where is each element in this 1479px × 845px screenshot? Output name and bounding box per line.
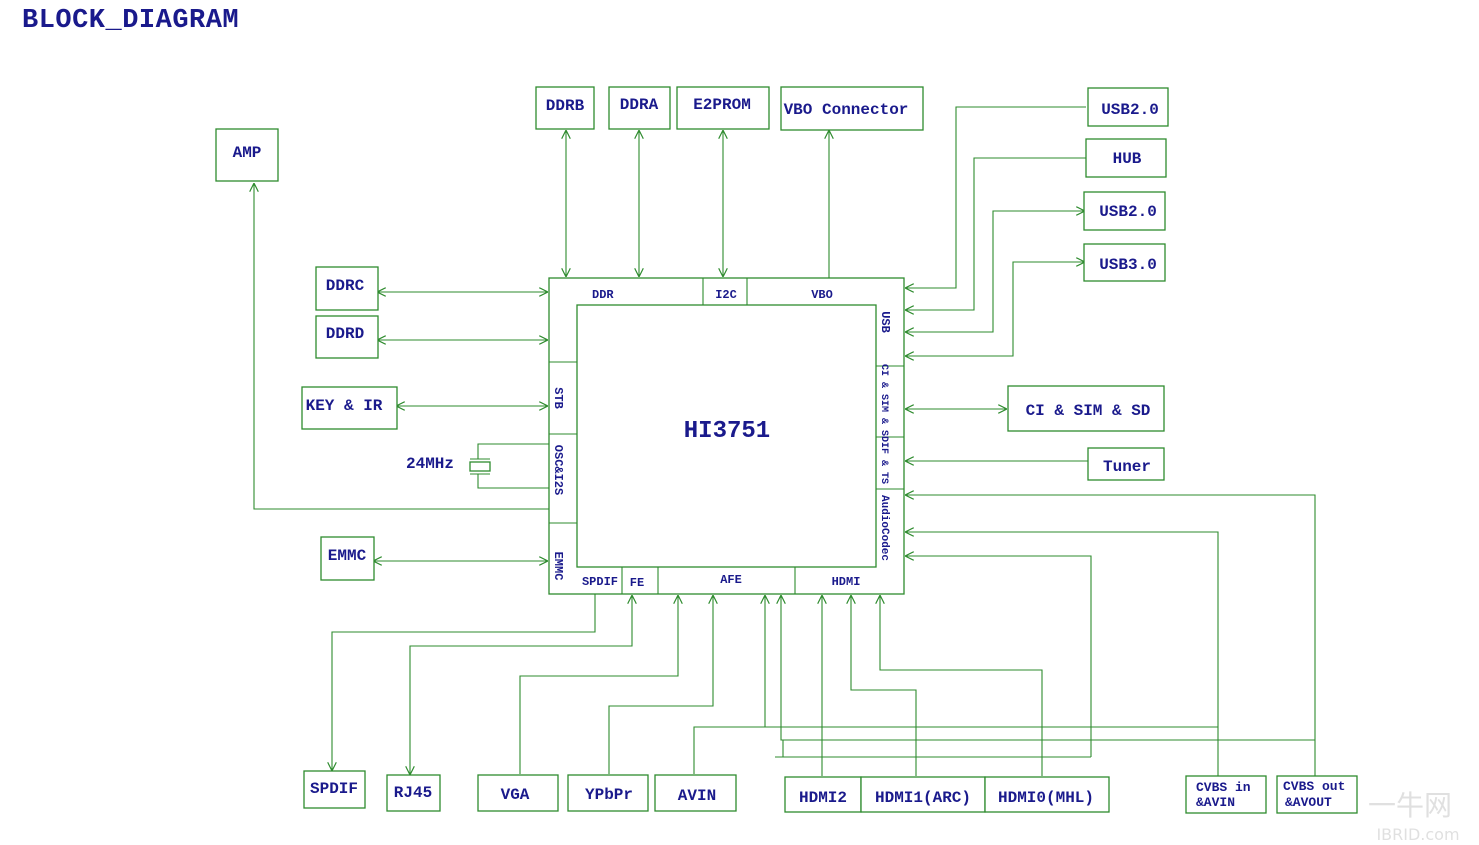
block-vbo-connector-label: VBO Connector <box>784 101 909 119</box>
block-hub-label: HUB <box>1113 150 1142 168</box>
block-usb3: USB3.0 <box>1083 243 1166 282</box>
block-avin: AVIN <box>654 774 737 812</box>
port-ddr: DDR <box>592 288 614 302</box>
block-vga: VGA <box>477 774 559 812</box>
block-ypbpr: YPbPr <box>567 774 649 812</box>
crystal-label: 24MHz <box>406 455 454 473</box>
wire-usb2-a <box>906 106 1086 288</box>
block-cvbs-out: CVBS out &AVOUT <box>1276 775 1358 814</box>
watermark-site: IBRID.com <box>1376 825 1459 844</box>
block-ddrc: DDRC <box>315 266 379 311</box>
wire-cvbs-out-audio <box>906 495 1316 776</box>
block-emmc-label: EMMC <box>328 547 367 565</box>
block-spdif-label: SPDIF <box>310 780 358 798</box>
block-emmc: EMMC <box>320 536 375 581</box>
wire-ypbpr <box>608 596 713 774</box>
port-if-ts: IF & TS <box>878 442 889 484</box>
wire-afe-out <box>781 596 1315 741</box>
block-key-ir: KEY & IR <box>301 386 398 430</box>
block-cvbs-in: CVBS in &AVIN <box>1185 775 1267 814</box>
port-fe: FE <box>630 576 644 590</box>
block-ci-sim-sd-label: CI & SIM & SD <box>1026 402 1151 420</box>
chip-label: HI3751 <box>684 418 770 445</box>
block-spdif: SPDIF <box>303 770 366 809</box>
block-hdmi0: HDMI0(MHL) <box>984 776 1110 813</box>
page-title: BLOCK_DIAGRAM <box>22 6 240 36</box>
port-stb: STB <box>551 387 565 409</box>
block-ddrd: DDRD <box>315 315 379 359</box>
wire-cvbs-in-audio <box>906 532 1219 776</box>
port-usb: USB <box>878 311 892 333</box>
wire-rj45 <box>410 596 632 774</box>
block-ddrb: DDRB <box>535 86 595 130</box>
block-cvbs-out-label-1: CVBS out <box>1283 779 1345 794</box>
block-e2prom-label: E2PROM <box>693 96 751 114</box>
port-spdif: SPDIF <box>582 575 618 589</box>
wire-avin <box>693 726 1218 774</box>
soc-chip: HI3751 DDR I2C VBO USB CI & SIM & SD IF … <box>548 277 905 595</box>
wire-hub <box>906 157 1086 310</box>
port-vbo: VBO <box>811 288 833 302</box>
block-hdmi2-label: HDMI2 <box>799 789 847 807</box>
block-avin-label: AVIN <box>678 787 716 805</box>
block-ddra-label: DDRA <box>620 96 659 114</box>
crystal-symbol <box>469 443 549 489</box>
wire-hdmi-audio <box>906 556 1092 757</box>
port-i2c: I2C <box>715 288 737 302</box>
block-amp-label: AMP <box>233 144 262 162</box>
wire-usb3 <box>906 262 1084 356</box>
port-ci-sim: CI & SIM & SD <box>878 364 889 442</box>
block-rj45-label: RJ45 <box>394 784 432 802</box>
block-ypbpr-label: YPbPr <box>585 786 633 804</box>
wire-vga <box>519 596 678 774</box>
block-ci-sim-sd: CI & SIM & SD <box>1007 385 1165 432</box>
port-hdmi: HDMI <box>832 575 861 589</box>
block-ddrc-label: DDRC <box>326 277 365 295</box>
block-key-ir-label: KEY & IR <box>306 397 383 415</box>
block-vga-label: VGA <box>501 786 530 804</box>
port-osc-i2s: OSC&I2S <box>551 445 565 495</box>
block-tuner: Tuner <box>1087 447 1165 481</box>
block-e2prom: E2PROM <box>676 86 770 130</box>
block-usb2-b-label: USB2.0 <box>1099 203 1157 221</box>
block-cvbs-in-label-2: &AVIN <box>1196 795 1235 810</box>
watermark: 一牛网 IBRID.com <box>1368 789 1460 844</box>
block-hdmi2: HDMI2 <box>784 776 862 813</box>
block-usb2-a: USB2.0 <box>1087 87 1169 127</box>
block-cvbs-in-label-1: CVBS in <box>1196 780 1251 795</box>
block-usb2-a-label: USB2.0 <box>1101 101 1159 119</box>
wire-amp <box>254 184 549 510</box>
wire-spdif <box>332 594 596 770</box>
block-tuner-label: Tuner <box>1103 458 1151 476</box>
block-ddrd-label: DDRD <box>326 325 364 343</box>
wire-hdmi0 <box>880 596 1043 776</box>
port-audio-codec: AudioCodec <box>878 495 890 561</box>
block-ddrb-label: DDRB <box>546 97 585 115</box>
block-rj45: RJ45 <box>386 774 441 812</box>
block-hdmi1-label: HDMI1(ARC) <box>875 789 971 807</box>
wire-usb2-b <box>906 211 1084 332</box>
block-cvbs-out-label-2: &AVOUT <box>1285 795 1332 810</box>
connections <box>254 106 1316 776</box>
block-usb2-b: USB2.0 <box>1083 191 1166 231</box>
block-hub: HUB <box>1085 138 1167 178</box>
block-vbo-connector: VBO Connector <box>780 86 924 131</box>
block-hdmi1: HDMI1(ARC) <box>860 776 986 813</box>
block-hdmi0-label: HDMI0(MHL) <box>998 789 1094 807</box>
port-afe: AFE <box>720 573 742 587</box>
port-emmc: EMMC <box>551 552 565 581</box>
block-usb3-label: USB3.0 <box>1099 256 1157 274</box>
block-amp: AMP <box>215 128 279 182</box>
block-ddra: DDRA <box>608 86 671 130</box>
watermark-brand: 一牛网 <box>1368 789 1452 822</box>
wire-hdmi1 <box>851 596 917 776</box>
